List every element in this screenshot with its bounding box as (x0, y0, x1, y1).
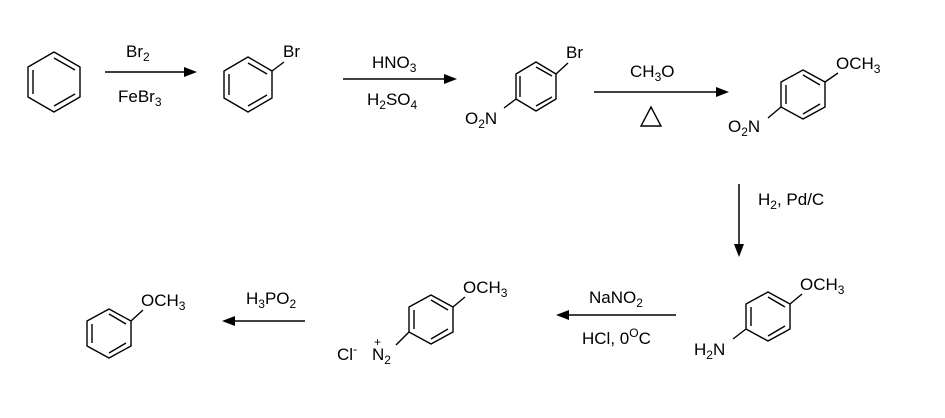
methoxy-label: OCH3 (141, 291, 186, 313)
benzene-ring (27, 51, 81, 113)
c-n-bond (767, 106, 782, 119)
c-o-bond (789, 293, 803, 305)
arrow-diazotization: NaNO2 HCl, 0OC (556, 288, 676, 348)
bromonitrobenzene-molecule: Br O2N (465, 43, 583, 131)
reagent-top: HNO3 (372, 53, 417, 75)
diazonium-molecule: OCH3 Cl- + N2 (337, 278, 508, 367)
amine-label: H2N (694, 340, 725, 362)
arrow-nitration: HNO3 H2SO4 (343, 53, 457, 112)
bromine-label: Br (566, 43, 583, 62)
chloride-label: Cl- (337, 342, 357, 364)
c-o-bond (452, 296, 466, 308)
diazonium-label: N2 (372, 345, 391, 367)
bromobenzene-molecule: Br (223, 42, 300, 113)
c-o-bond (824, 72, 839, 83)
reagent-bottom: HCl, 0OC (582, 326, 651, 348)
benzene-ring (780, 69, 826, 120)
arrow-bromination: Br2 FeBr3 (105, 42, 197, 109)
c-o-bond (130, 309, 144, 322)
benzene-ring (408, 294, 454, 345)
reagent-bottom: FeBr3 (118, 87, 162, 109)
c-n-bond (395, 331, 410, 346)
reagent-top: H3PO2 (246, 289, 297, 311)
nitro-label: O2N (465, 109, 497, 131)
methoxy-label: OCH3 (836, 54, 881, 76)
benzene-ring (86, 308, 132, 359)
reagent-top: NaNO2 (589, 288, 643, 310)
methoxy-label: OCH3 (800, 275, 845, 297)
reagent-side: H2, Pd/C (758, 190, 824, 212)
arrow-reduction: H2, Pd/C (734, 184, 824, 257)
double-bond (53, 93, 76, 107)
methoxy-label: OCH3 (463, 278, 508, 300)
benzene-ring (745, 291, 791, 342)
benzene-molecule (27, 51, 81, 113)
c-n-bond (503, 98, 517, 109)
reagent-bottom: H2SO4 (367, 90, 418, 112)
reagent-top: CH3O (630, 62, 674, 84)
nitro-label: O2N (728, 117, 760, 139)
double-bond (53, 57, 76, 71)
arrow-methoxylation: CH3O (594, 62, 729, 127)
anisidine-molecule: OCH3 H2N (694, 275, 845, 362)
benzene-ring (223, 56, 273, 113)
arrow-deamination: H3PO2 (222, 289, 305, 326)
c-br-bond (555, 62, 569, 75)
nitroanisole-molecule: OCH3 O2N (728, 54, 881, 139)
c-br-bond (271, 61, 285, 72)
anisole-molecule: OCH3 (86, 291, 186, 359)
c-n-bond (732, 328, 747, 340)
reagent-top: Br2 (126, 42, 150, 64)
heat-triangle-icon (639, 105, 663, 127)
diazonium-charge: + (374, 335, 381, 349)
benzene-ring (515, 61, 557, 112)
bromine-label: Br (283, 42, 300, 61)
